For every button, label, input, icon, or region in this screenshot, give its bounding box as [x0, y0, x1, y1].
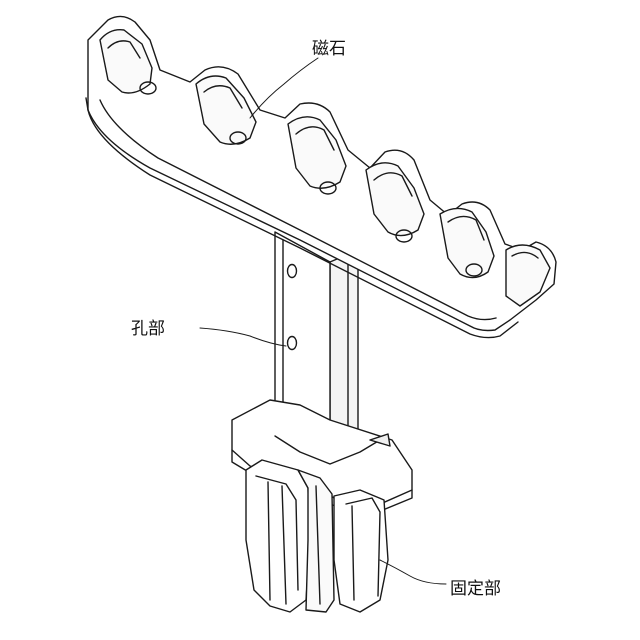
- label-magnet: 磁石: [312, 34, 346, 59]
- label-fixing: 固定部: [450, 574, 501, 599]
- fixing-clip-left: [246, 460, 310, 612]
- label-hole: 孔部: [131, 314, 165, 339]
- fixing-clip-right: [334, 490, 388, 612]
- leader-fixing: [380, 560, 446, 584]
- leader-hole: [200, 328, 286, 346]
